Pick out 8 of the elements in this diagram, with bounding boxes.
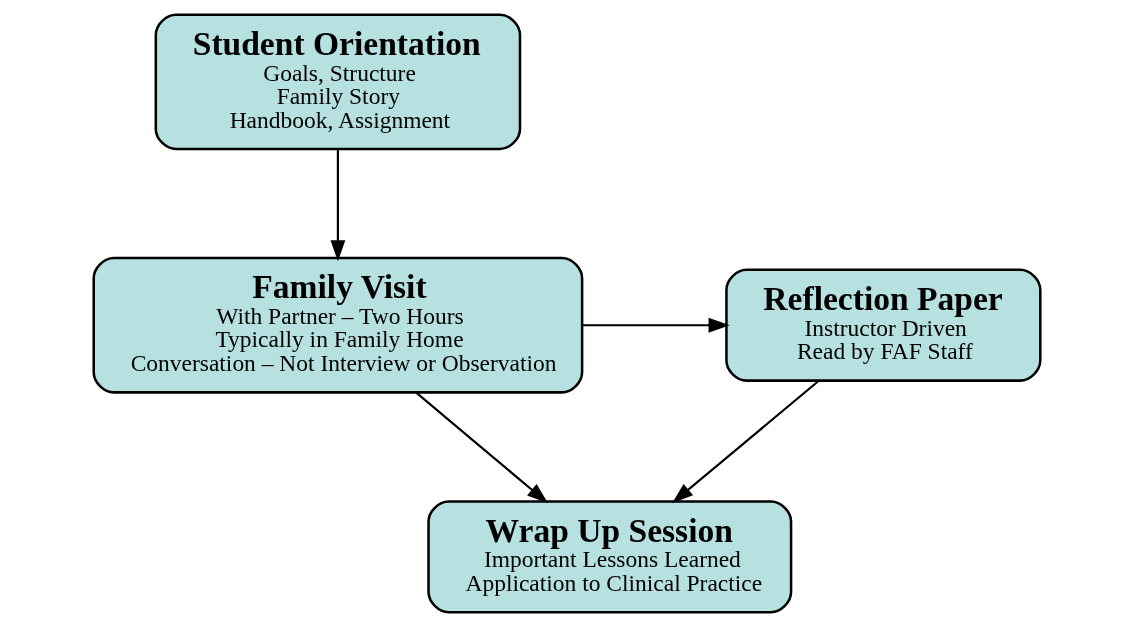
node-box: Reflection Paper Instructor Driven Read by FAF Staff	[724, 268, 1042, 382]
node-box: Student Orientation Goals, Structure Family Story Handbook, Assignment	[154, 13, 521, 151]
node-box: Family Visit With Partner – Two Hours Typically in Family Home Conversation – Not Interview or Observation	[91, 256, 583, 394]
arrow	[581, 317, 730, 333]
arrow	[330, 149, 345, 262]
node-box: Wrap Up Session Important Lessons Learned Application to Clinical Practice	[426, 500, 792, 614]
arrow	[671, 380, 819, 504]
arrow	[415, 392, 548, 504]
